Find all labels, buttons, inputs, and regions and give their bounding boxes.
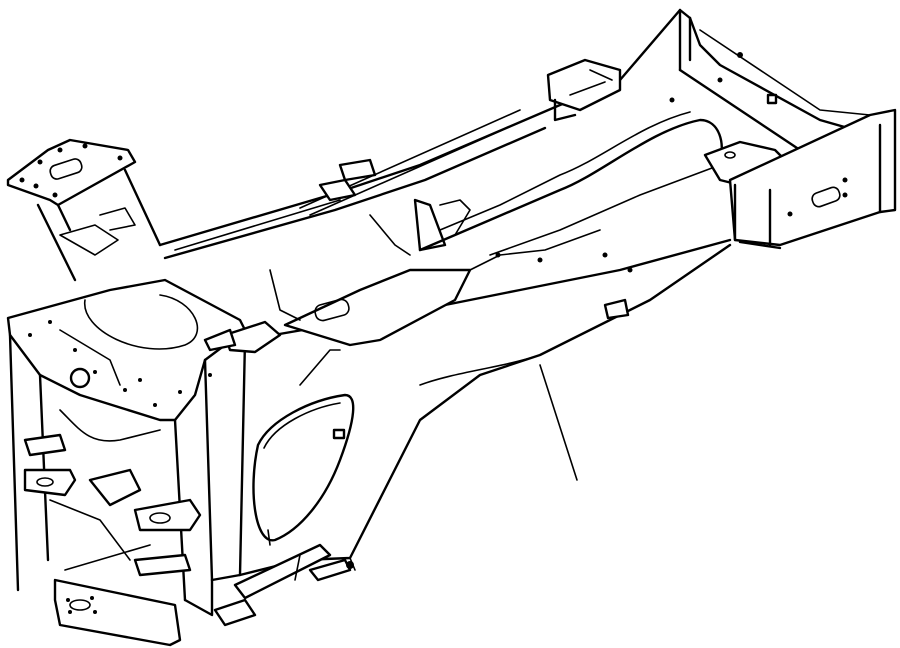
- rear-top-bracket-left: [546, 58, 622, 122]
- center-plate: [203, 158, 630, 386]
- lower-rail: [213, 238, 732, 627]
- front-mount-plate: [6, 138, 162, 282]
- inner-loop-rail: [418, 111, 723, 273]
- front-frame-block: [6, 278, 247, 647]
- callout-leader-line: [419, 354, 578, 481]
- rear-cross-member: [703, 108, 897, 250]
